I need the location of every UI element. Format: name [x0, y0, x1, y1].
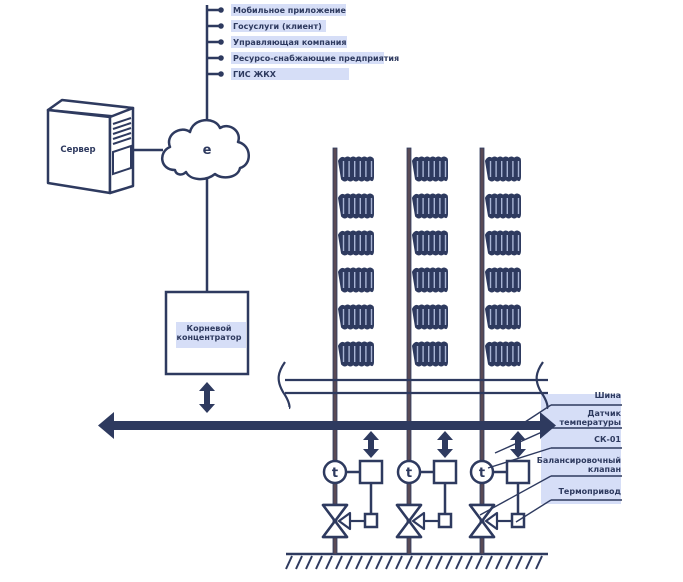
service-label-highlight — [231, 52, 384, 64]
legend-panel — [541, 394, 621, 504]
radiator-icon — [412, 230, 448, 256]
legend-label: Датчик — [587, 409, 621, 418]
radiator-icon — [338, 156, 374, 182]
controller-bus-arrow-icon — [437, 431, 453, 458]
controller-bus-arrow-icon — [363, 431, 379, 458]
radiator-icon — [338, 267, 374, 293]
temperature-sensor-symbol: t — [479, 466, 485, 481]
service-item: Управляющая компания — [207, 36, 347, 48]
floor-ground-icon — [285, 552, 548, 570]
thermal-actuator-icon — [363, 512, 379, 529]
riser — [406, 147, 448, 555]
radiator-icon — [338, 341, 374, 367]
legend-label: клапан — [588, 465, 621, 474]
riser-devices: t — [395, 431, 458, 539]
sk01-controller-box — [358, 459, 384, 485]
radiator-icon — [412, 304, 448, 330]
riser-pipe — [332, 147, 338, 555]
legend-leader-line — [521, 404, 552, 425]
concentrator-label-line1: Корневой — [187, 324, 232, 333]
legend-label: Балансировочный — [537, 456, 621, 465]
concentrator-bus-arrow-icon — [199, 382, 215, 413]
service-node-dot — [218, 23, 224, 29]
legend-label: температуры — [560, 418, 622, 427]
riser-devices: t — [468, 431, 531, 539]
service-label-highlight — [231, 36, 347, 48]
controller-bus-arrow-icon — [510, 431, 526, 458]
radiator-icon — [485, 341, 521, 367]
concentrator-label-highlight — [176, 322, 246, 348]
server-icon — [46, 98, 135, 195]
radiator-icon — [485, 267, 521, 293]
legend-leader-line — [494, 427, 552, 454]
legend-label: Шина — [595, 391, 621, 400]
service-node-dot — [218, 55, 224, 61]
legend-leader-line — [487, 447, 552, 469]
riser-devices: t — [321, 431, 384, 539]
radiator-icon — [412, 341, 448, 367]
radiator-icon — [485, 304, 521, 330]
cloud-label: e — [203, 143, 212, 158]
radiator-icon — [338, 304, 374, 330]
service-label: Ресурсо-снабжающие предприятия — [233, 53, 399, 63]
sk01-controller-box — [432, 459, 458, 485]
service-label-highlight — [231, 68, 349, 80]
service-label: Мобильное приложение — [233, 5, 347, 15]
temperature-sensor-symbol: t — [332, 466, 338, 481]
legend-item: Шина — [521, 391, 622, 425]
service-node-dot — [218, 7, 224, 13]
service-label: ГИС ЖКХ — [233, 70, 277, 79]
legend-item: Термопривод — [515, 487, 622, 523]
legend-label: СК-01 — [594, 435, 621, 444]
radiator-icon — [412, 193, 448, 219]
legend-leader-line — [479, 475, 552, 516]
radiator-icon — [338, 230, 374, 256]
sk01-controller-box — [505, 459, 531, 485]
service-node-dot — [218, 71, 224, 77]
radiator-icon — [485, 156, 521, 182]
radiator-icon — [485, 230, 521, 256]
riser-pipe — [406, 147, 412, 555]
server-label: Сервер — [60, 145, 95, 155]
concentrator-label-line2: концентратор — [177, 333, 242, 342]
service-item: ГИС ЖКХ — [207, 68, 349, 80]
service-label: Госуслуги (клиент) — [233, 22, 322, 31]
cloud-icon — [161, 119, 250, 181]
service-label: Управляющая компания — [233, 38, 346, 47]
radiator-icon — [412, 156, 448, 182]
temperature-sensor-symbol: t — [406, 466, 412, 481]
radiator-icon — [412, 267, 448, 293]
thermal-actuator-icon — [437, 512, 453, 529]
pipe-break-left-icon — [277, 361, 291, 410]
riser — [332, 147, 374, 555]
horizontal-pipes — [277, 361, 549, 410]
service-label-highlight — [231, 20, 326, 32]
legend-leader-line — [515, 499, 552, 523]
service-node-dot — [218, 39, 224, 45]
radiator-icon — [338, 193, 374, 219]
legend-item: СК-01 — [487, 435, 622, 469]
riser-pipe — [479, 147, 485, 555]
service-item: Ресурсо-снабжающие предприятия — [207, 52, 399, 64]
pipe-break-right-icon — [535, 361, 549, 410]
service-item: Госуслуги (клиент) — [207, 20, 326, 32]
service-item: Мобильное приложение — [207, 4, 347, 16]
service-label-highlight — [231, 4, 346, 16]
legend-label: Термопривод — [558, 487, 621, 496]
riser — [479, 147, 521, 555]
data-bus-arrow — [98, 412, 556, 439]
radiator-icon — [485, 193, 521, 219]
